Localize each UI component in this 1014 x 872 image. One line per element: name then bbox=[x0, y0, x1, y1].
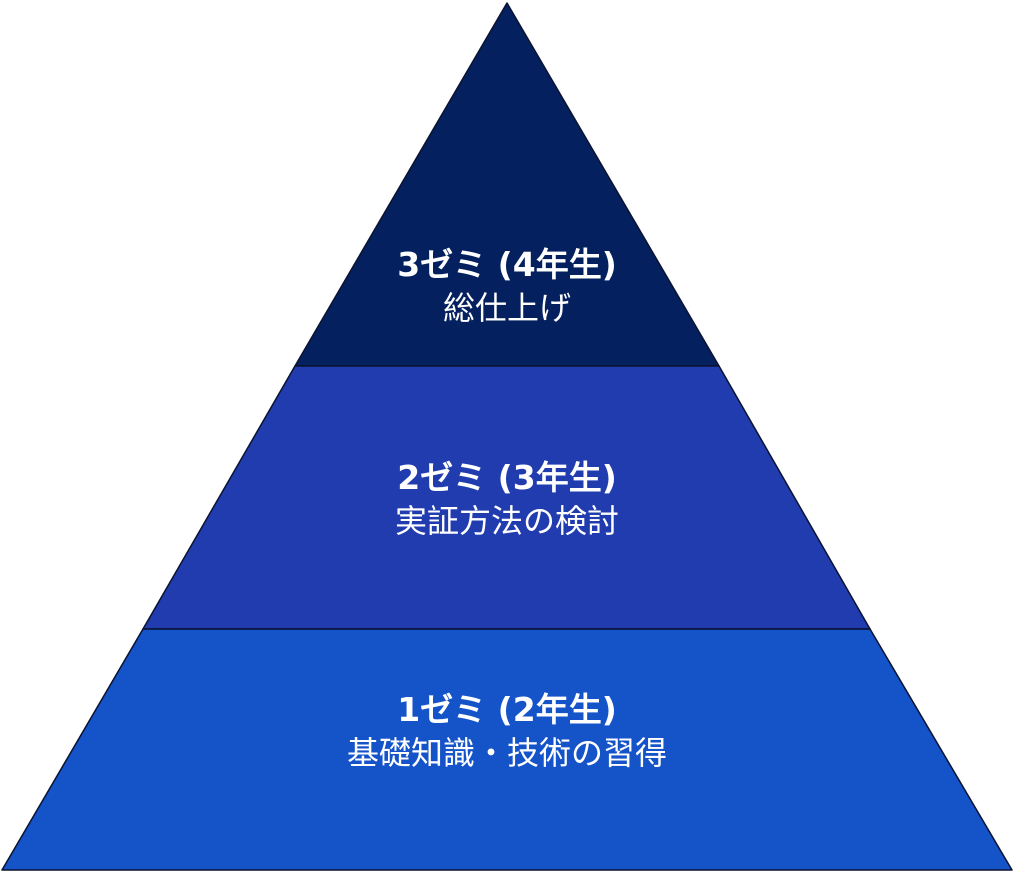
tier-bottom-description: 基礎知識・技術の習得 bbox=[346, 733, 667, 772]
tier-top-title: 3ゼミ (4年生) bbox=[397, 245, 617, 284]
tier-bottom-label: 1ゼミ (2年生) 基礎知識・技術の習得 bbox=[0, 690, 1014, 772]
tier-middle-description: 実証方法の検討 bbox=[394, 501, 619, 540]
tier-top-label: 3ゼミ (4年生) 総仕上げ bbox=[0, 245, 1014, 327]
tier-middle-label: 2ゼミ (3年生) 実証方法の検討 bbox=[0, 458, 1014, 540]
tier-top-description: 総仕上げ bbox=[442, 288, 571, 327]
pyramid-tier-bottom bbox=[1, 628, 1013, 871]
tier-bottom-title: 1ゼミ (2年生) bbox=[397, 690, 617, 729]
tier-middle-title: 2ゼミ (3年生) bbox=[397, 458, 617, 497]
